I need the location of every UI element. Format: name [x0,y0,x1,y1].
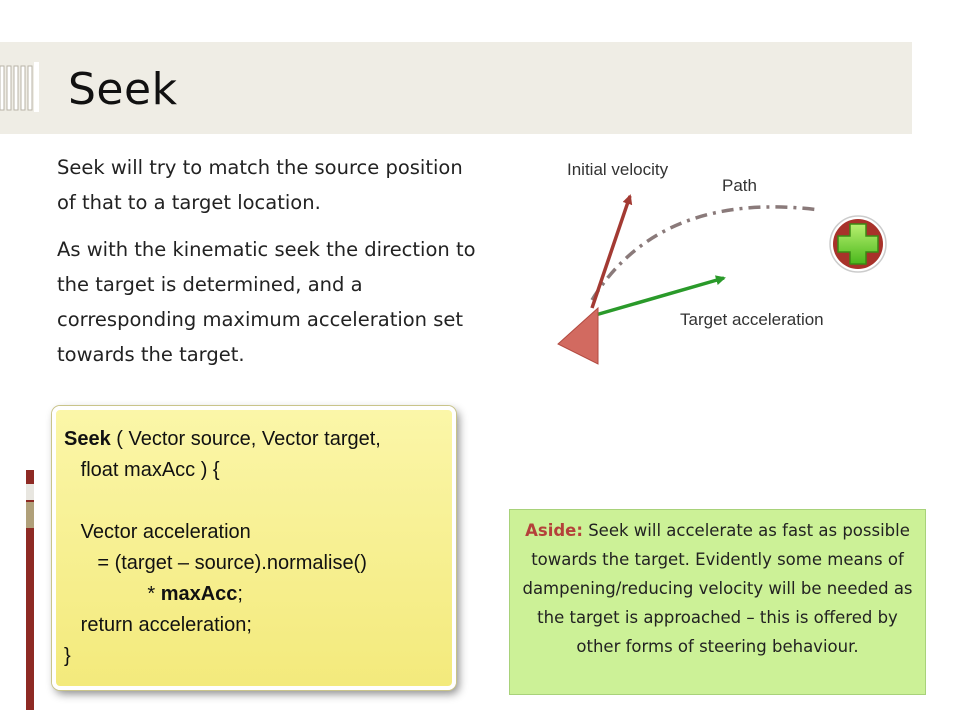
target-acceleration-label: Target acceleration [680,310,824,329]
body-paragraph-2: As with the kinematic seek the direction… [57,238,476,366]
body-text: Seek will try to match the source positi… [57,150,477,384]
code-line-6-prefix: * [64,583,161,605]
aside-box: Aside: Seek will accelerate as fast as p… [509,509,926,695]
target-icon [829,215,887,273]
seek-diagram-svg [557,194,887,365]
title-decoration-icon [0,62,39,112]
code-line-8: } [64,645,71,667]
accent-bar [26,470,34,710]
body-paragraph-1: Seek will try to match the source positi… [57,156,463,214]
initial-velocity-label: Initial velocity [567,160,669,179]
path-curve [590,205,821,301]
code-line-2: float maxAcc ) { [64,459,220,481]
accent-block-light [26,484,34,500]
title-band [0,42,912,134]
code-line-6: * maxAcc; [64,579,442,610]
code-line-5: = (target – source).normalise() [64,552,367,574]
aside-label: Aside: [525,521,583,540]
seek-diagram: Initial velocity Path Target acceleratio… [540,150,940,394]
code-maxacc-bold: maxAcc [160,583,238,605]
target-acceleration-arrow [591,275,726,318]
code-box: Seek ( Vector source, Vector target, flo… [52,406,456,690]
code-line-3 [64,486,442,517]
accent-block-tan [26,502,34,528]
code-keyword-seek: Seek [64,428,111,450]
aside-text: Seek will accelerate as fast as possible… [522,521,913,656]
source-agent-icon [557,306,599,365]
code-line-4: Vector acceleration [64,521,251,543]
path-label: Path [722,176,757,195]
code-line-1-rest: ( Vector source, Vector target, [110,428,381,450]
slide-title: Seek [68,64,178,115]
code-line-1: Seek ( Vector source, Vector target, [64,424,442,455]
code-line-7: return acceleration; [64,614,252,636]
code-line-6-suffix: ; [237,583,243,605]
initial-velocity-arrow [590,194,633,309]
